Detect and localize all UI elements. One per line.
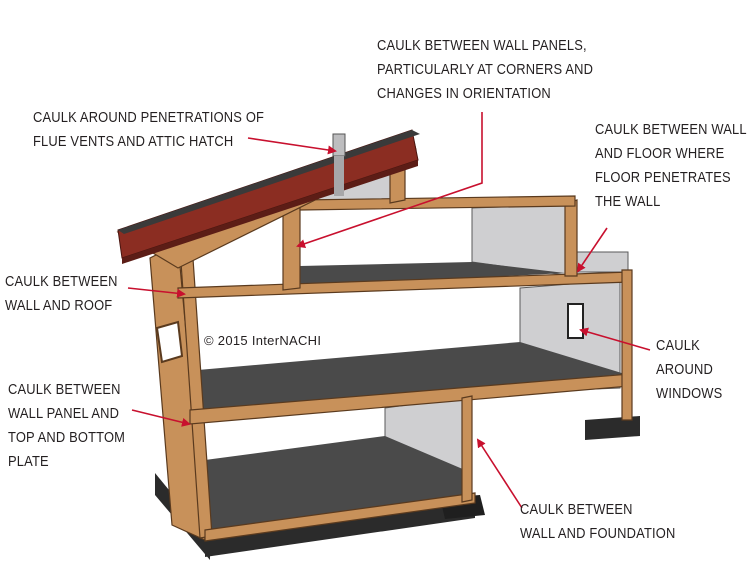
callout-line: PLATE [8,453,49,470]
callout-line: CAULK BETWEEN [520,501,633,518]
callout-line: TOP AND BOTTOM [8,429,126,446]
callout-wall-roof: CAULK BETWEEN WALL AND ROOF [5,270,118,318]
copyright-notice: © 2015 InterNACHI [204,333,322,348]
callout-foundation: CAULK BETWEEN WALL AND FOUNDATION [520,498,675,546]
callout-line: WALL AND ROOF [5,297,113,314]
callout-line: CAULK BETWEEN WALL PANELS, [377,37,587,54]
callout-wall-floor: CAULK BETWEEN WALL AND FLOOR WHERE FLOOR… [595,118,747,214]
callout-arrows [127,112,651,509]
callout-top-bottom-plate: CAULK BETWEEN WALL PANEL AND TOP AND BOT… [8,378,125,474]
callout-line: PARTICULARLY AT CORNERS AND [377,61,594,78]
callout-line: CHANGES IN ORIENTATION [377,85,551,102]
callout-wall-panels: CAULK BETWEEN WALL PANELS, PARTICULARLY … [377,34,593,106]
callout-line: CAULK [656,337,700,354]
callout-line: FLOOR PENETRATES [595,169,731,186]
callout-line: AND FLOOR WHERE [595,145,725,162]
callout-line: FLUE VENTS AND ATTIC HATCH [33,133,234,150]
callout-windows: CAULK AROUND WINDOWS [656,334,722,406]
callout-line: WALL PANEL AND [8,405,120,422]
callout-line: WINDOWS [656,385,723,402]
callout-line: CAULK BETWEEN [5,273,118,290]
callout-line: CAULK BETWEEN [8,381,121,398]
callout-line: CAULK BETWEEN WALL [595,121,747,138]
callout-line: AROUND [656,361,713,378]
windows [155,303,584,364]
callout-line: CAULK AROUND PENETRATIONS OF [33,109,265,126]
callout-line: THE WALL [595,193,661,210]
callout-line: WALL AND FOUNDATION [520,525,676,542]
callout-penetrations: CAULK AROUND PENETRATIONS OF FLUE VENTS … [33,106,264,154]
flue-vent [332,133,346,196]
